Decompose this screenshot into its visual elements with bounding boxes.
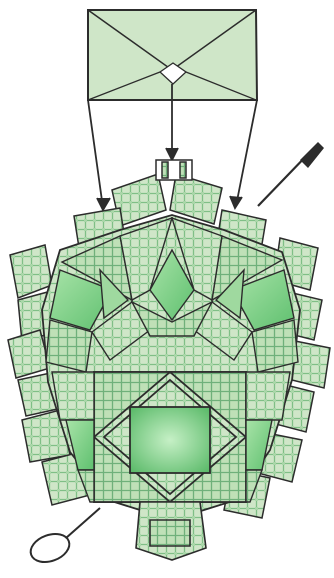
arrow-down-icon [88,100,110,210]
bottom-tail-piece [136,502,206,560]
arrow-down-icon [230,100,257,208]
loop-thread-icon [27,508,100,567]
center-block [94,372,246,502]
needle-icon [258,142,324,206]
